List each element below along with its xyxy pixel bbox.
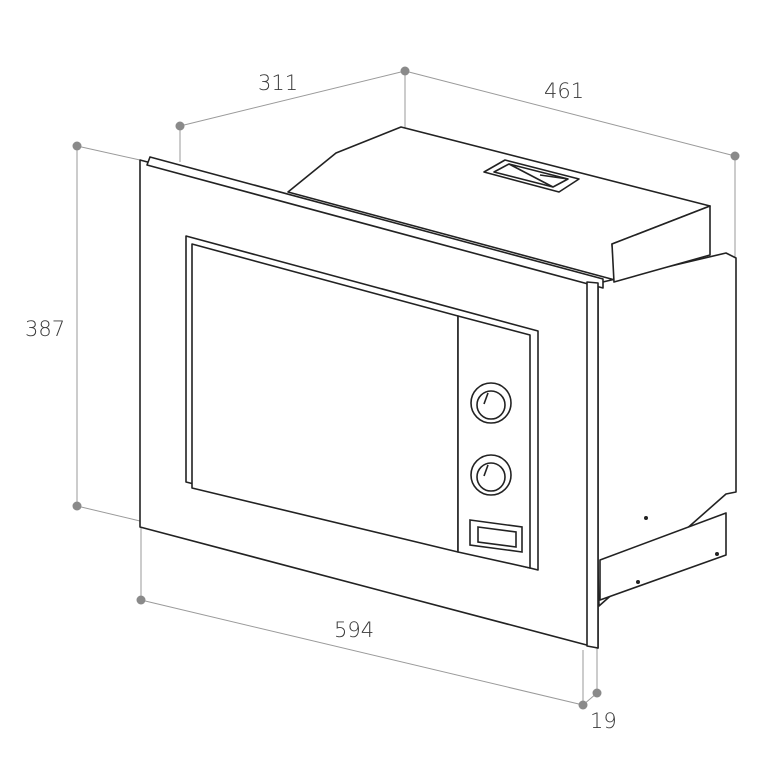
label-width: 594 xyxy=(334,618,374,642)
label-depth-total: 461 xyxy=(544,79,584,103)
top-housing-face xyxy=(611,205,711,283)
screw-dot xyxy=(644,516,648,520)
ext-line-height-top xyxy=(76,145,141,161)
frame-side-edge xyxy=(586,281,599,649)
microwave-outline xyxy=(139,126,737,649)
dim-dot xyxy=(136,595,146,605)
label-frame-thickness: 19 xyxy=(590,709,617,733)
dim-line-width xyxy=(140,599,584,706)
knob-indicator xyxy=(483,464,489,477)
cabinet-details xyxy=(636,516,719,584)
dim-dot xyxy=(730,151,740,161)
power-knob[interactable] xyxy=(470,454,512,496)
control-knobs xyxy=(469,382,523,553)
dimension-dots xyxy=(72,66,740,710)
label-height: 387 xyxy=(25,317,65,341)
dim-dot xyxy=(400,66,410,76)
dim-dot xyxy=(578,700,588,710)
knob-inner xyxy=(476,390,506,420)
door-button-inner xyxy=(477,526,517,548)
dim-line-depth-cabinet xyxy=(179,70,406,127)
vent-line xyxy=(539,174,569,180)
dim-dot xyxy=(592,688,602,698)
door-release-button[interactable] xyxy=(469,519,523,553)
ext-line-height-bottom xyxy=(76,505,141,522)
timer-knob[interactable] xyxy=(470,382,512,424)
dim-dot xyxy=(72,141,82,151)
label-depth-cabinet: 311 xyxy=(258,71,298,95)
front-frame-bevel xyxy=(146,156,604,289)
screw-dot xyxy=(715,552,719,556)
dim-dot xyxy=(72,501,82,511)
vent-line xyxy=(508,163,554,188)
control-panel xyxy=(457,315,531,569)
dim-dot xyxy=(175,121,185,131)
knob-indicator xyxy=(483,392,489,405)
cabinet-rear-band xyxy=(599,512,727,601)
dim-line-depth-total xyxy=(404,70,736,157)
dimension-labels: 311 461 387 594 19 xyxy=(25,71,617,733)
screw-dot xyxy=(636,580,640,584)
knob-inner xyxy=(476,462,506,492)
cabinet-side xyxy=(589,252,737,607)
